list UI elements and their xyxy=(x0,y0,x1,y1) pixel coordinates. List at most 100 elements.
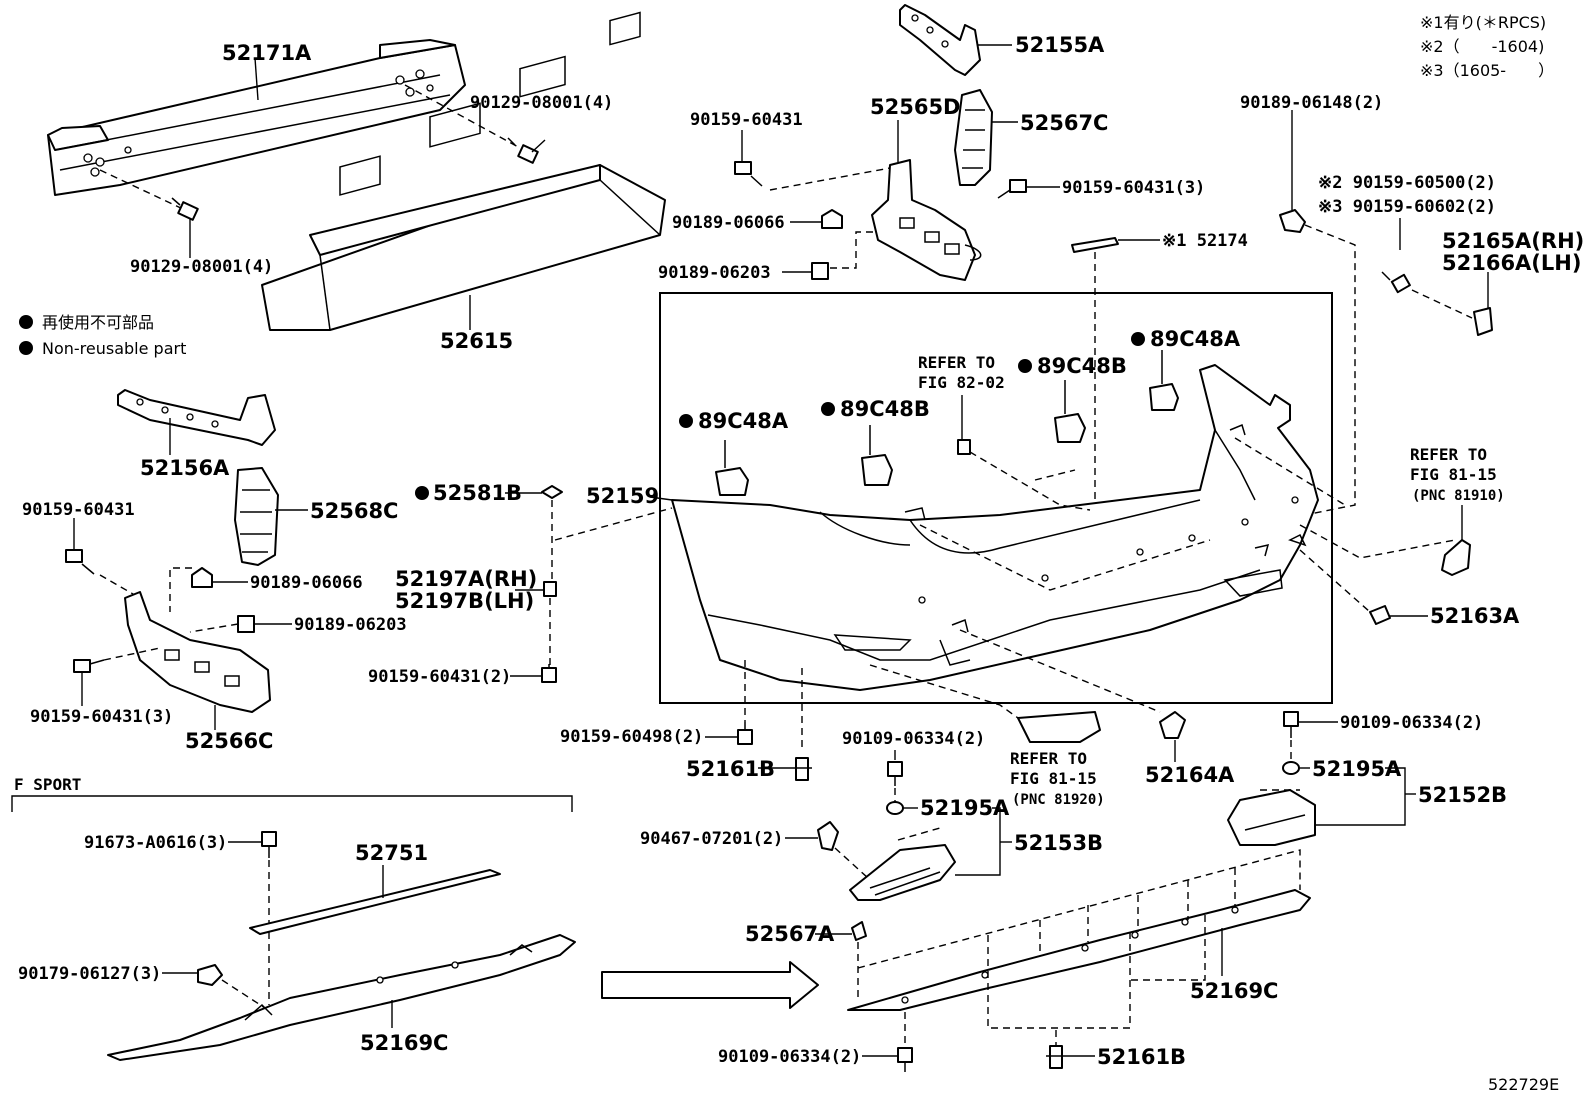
callout-90189-06066-left: 90189-06066 xyxy=(250,573,363,593)
ref-fig82-line1: REFER TO xyxy=(918,353,995,372)
bolt-90159-60431-3 xyxy=(997,179,1027,199)
nut-90189-06203-left xyxy=(237,615,255,633)
part-52164A-cover xyxy=(1159,711,1186,739)
bolt-90109-06334-mid xyxy=(887,761,903,786)
callout-90189-06203-left: 90189-06203 xyxy=(294,615,407,635)
non-reusable-dot-icon xyxy=(821,402,835,416)
washer-52195A-right xyxy=(1282,761,1300,775)
callout-90129-upper: 90129-08001(4) xyxy=(470,93,613,113)
callout-52163A: 52163A xyxy=(1430,604,1520,628)
non-reusable-dot-icon xyxy=(1131,332,1145,346)
callout-52195A-right: 52195A xyxy=(1312,757,1402,781)
non-reusable-dot-icon xyxy=(1018,359,1032,373)
callout-52161B-top: 52161B xyxy=(686,757,775,781)
callout-52171A: 52171A xyxy=(222,41,312,65)
clip-90189-06066-left xyxy=(191,567,213,588)
part-52169C-garnish-left xyxy=(107,934,576,1061)
ref-fig81-right-line3: (PNC 81910) xyxy=(1412,488,1505,504)
callout-90129-lower: 90129-08001(4) xyxy=(130,257,273,277)
bolt-90159-60431-left xyxy=(65,549,95,575)
callout-52174: ※1 52174 xyxy=(1162,231,1248,251)
callout-90109-06334-right: 90109-06334(2) xyxy=(1340,713,1483,733)
callout-52164A: 52164A xyxy=(1145,763,1235,787)
clip-52567A xyxy=(851,921,867,941)
part-52159-bumper-cover xyxy=(671,364,1319,691)
bolt-90159-60498 xyxy=(737,722,753,745)
ref-fig81-left-line3: (PNC 81920) xyxy=(1012,792,1105,808)
pad-52581B xyxy=(541,485,563,499)
callout-52567C: 52567C xyxy=(1020,111,1108,135)
clip-52161B-top xyxy=(792,757,812,781)
retainer-89C48A-left xyxy=(715,440,749,496)
bolt-90129-lower xyxy=(171,197,199,221)
note-1: ※1有り(＊RPCS) xyxy=(1420,13,1546,32)
ref-fig81-right-line1: REFER TO xyxy=(1410,445,1487,464)
callout-90109-06334-bottom: 90109-06334(2) xyxy=(718,1047,861,1067)
callout-89C48B-right: 89C48B xyxy=(1037,354,1127,378)
callout-52152B: 52152B xyxy=(1418,783,1507,807)
callout-90179: 90179-06127(3) xyxy=(18,964,161,984)
callout-90159-60431-top: 90159-60431 xyxy=(690,110,803,130)
non-reusable-dot-icon xyxy=(415,486,429,500)
callout-52169C-right: 52169C xyxy=(1190,979,1278,1003)
section-title-f-sport: F SPORT xyxy=(14,775,81,794)
ref-fig82-line2: FIG 82-02 xyxy=(918,373,1005,392)
callout-52165A: 52165A(RH) xyxy=(1442,229,1584,253)
clip-52161B-bottom xyxy=(1046,1045,1066,1069)
non-reusable-dot-icon xyxy=(19,315,33,329)
bolt-90159-60500 xyxy=(1381,271,1411,294)
bolt-90129-upper xyxy=(507,137,539,164)
arrow-to-alternate-view xyxy=(601,961,819,1009)
part-ref-81920 xyxy=(1017,711,1101,743)
diagram-id: 522729E xyxy=(1488,1075,1559,1094)
part-52156A-retainer xyxy=(117,389,276,446)
bolt-90159-60431-top xyxy=(734,161,763,187)
callout-52567A: 52567A xyxy=(745,922,835,946)
callout-89C48A-left: 89C48A xyxy=(698,409,789,433)
clip-90179-06127 xyxy=(197,964,223,986)
callout-91673: 91673-A0616(3) xyxy=(84,833,227,853)
ref-fig81-right-line2: FIG 81-15 xyxy=(1410,465,1497,484)
callout-52166A: 52166A(LH) xyxy=(1442,251,1581,275)
callout-52161B-bottom: 52161B xyxy=(1097,1045,1186,1069)
callout-52156A: 52156A xyxy=(140,456,230,480)
callout-89C48B-left: 89C48B xyxy=(840,397,930,421)
clip-90467-07201 xyxy=(817,821,839,851)
callout-90109-06334-mid: 90109-06334(2) xyxy=(842,729,985,749)
bolt-90109-06334-right xyxy=(1283,711,1299,738)
bolt-90159-60431-3-left xyxy=(73,659,105,673)
legend-en: Non-reusable part xyxy=(42,339,186,358)
callout-90189-06066-top: 90189-06066 xyxy=(672,213,785,233)
washer-52195A-mid xyxy=(886,801,904,815)
part-52174-bracket xyxy=(1071,237,1119,253)
callout-90189-06148: 90189-06148(2) xyxy=(1240,93,1383,113)
callout-52169C-left: 52169C xyxy=(360,1031,448,1055)
note-3: ※3（1605- ） xyxy=(1420,61,1554,80)
bolt-90109-06334-bottom xyxy=(897,1047,913,1072)
callout-90159-60498: 90159-60498(2) xyxy=(560,727,703,747)
part-52565D-bracket xyxy=(871,159,982,281)
callout-52565D: 52565D xyxy=(870,95,961,119)
part-52568C-spacer xyxy=(234,467,279,566)
callout-52197A: 52197A(RH) xyxy=(395,567,537,591)
retainer-89C48A-right xyxy=(1149,350,1179,411)
callout-90159-60431-3: 90159-60431(3) xyxy=(1062,178,1205,198)
bolt-90159-60431-2 xyxy=(541,664,557,683)
part-52165A-cover xyxy=(1473,307,1493,336)
part-52153B-reflector xyxy=(849,827,956,901)
bolt-91673-A0616 xyxy=(261,831,277,858)
part-ref-82-02 xyxy=(957,439,971,455)
part-52163A-cover xyxy=(1369,605,1391,625)
callout-52155A: 52155A xyxy=(1015,33,1105,57)
callout-52153B: 52153B xyxy=(1014,831,1103,855)
part-52152B-reflector xyxy=(1227,789,1316,846)
part-ref-81910 xyxy=(1441,539,1471,576)
clip-52197A xyxy=(543,581,557,597)
note-2: ※2（ -1604) xyxy=(1420,37,1544,56)
ref-fig81-left-line1: REFER TO xyxy=(1010,749,1087,768)
part-52567C-spacer xyxy=(954,89,993,186)
part-52566C-bracket xyxy=(124,591,271,713)
non-reusable-dot-icon xyxy=(19,341,33,355)
callout-90159-60431-3-left: 90159-60431(3) xyxy=(30,707,173,727)
